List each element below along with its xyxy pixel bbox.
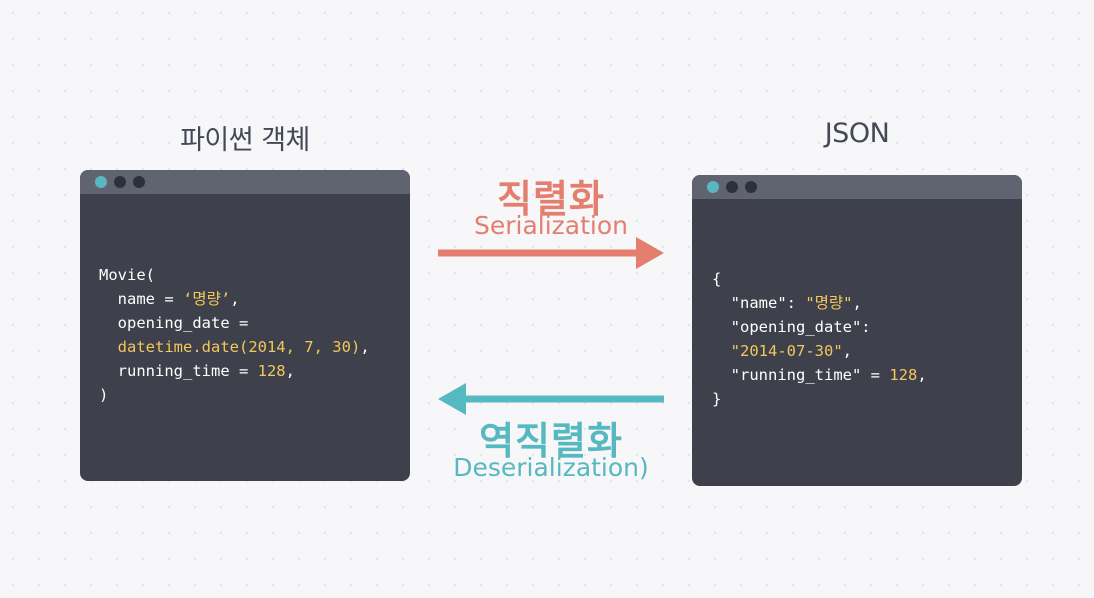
code-line: Movie(	[99, 263, 370, 287]
window-dot-icon	[745, 181, 757, 193]
code-token: running_time =	[99, 362, 258, 380]
code-line: "2014-07-30",	[712, 339, 927, 363]
code-token	[99, 338, 118, 356]
code-line: name = ‘명량’,	[99, 287, 370, 311]
code-value: "2014-07-30"	[730, 342, 843, 360]
code-line: datetime.date(2014, 7, 30),	[99, 335, 370, 359]
window-dot-icon	[707, 181, 719, 193]
left-panel-title: 파이썬 객체	[180, 125, 310, 156]
code-token: ,	[917, 366, 927, 384]
code-line: "opening_date":	[712, 315, 927, 339]
code-token: )	[99, 386, 109, 404]
code-token: name =	[99, 290, 183, 308]
code-token: "name":	[712, 294, 806, 312]
serialize-label-en: Serialization	[473, 211, 629, 240]
code-token: "opening_date":	[712, 318, 871, 336]
window-dot-icon	[95, 176, 107, 188]
code-line: {	[712, 267, 927, 291]
code-token: }	[712, 390, 722, 408]
code-line: )	[99, 383, 370, 407]
json-window: { "name": "명량", "opening_date": "2014-07…	[692, 175, 1022, 486]
deserialize-label-ko: 역직렬화	[479, 419, 623, 463]
code-token: ,	[230, 290, 240, 308]
code-line: "name": "명량",	[712, 291, 927, 315]
code-token: {	[712, 270, 722, 288]
window-dot-icon	[726, 181, 738, 193]
code-token: ,	[360, 338, 370, 356]
serialize-label-ko: 직렬화	[497, 177, 605, 221]
code-value: 128	[257, 362, 286, 380]
code-line: running_time = 128,	[99, 359, 370, 383]
serialize-arrow-icon	[438, 237, 664, 269]
right-panel-title: JSON	[824, 118, 890, 149]
code-token: Movie(	[99, 266, 155, 284]
window-dot-icon	[114, 176, 126, 188]
window-titlebar	[80, 170, 410, 194]
python-code-block: Movie( name = ‘명량’, opening_date = datet…	[99, 263, 370, 407]
deserialize-arrow-icon	[438, 383, 664, 415]
code-token: ,	[852, 294, 862, 312]
code-value: ‘명량’	[183, 290, 231, 308]
code-line: opening_date =	[99, 311, 370, 335]
code-token: ,	[842, 342, 852, 360]
code-value: "명량"	[805, 294, 853, 312]
code-token: ,	[285, 362, 295, 380]
code-line: }	[712, 387, 927, 411]
window-titlebar	[692, 175, 1022, 199]
code-token: "running_time" =	[712, 366, 890, 384]
deserialize-label-en: Deserialization)	[453, 453, 649, 482]
code-token: opening_date =	[99, 314, 249, 332]
code-line: "running_time" = 128,	[712, 363, 927, 387]
window-dot-icon	[133, 176, 145, 188]
code-token	[712, 342, 731, 360]
python-object-window: Movie( name = ‘명량’, opening_date = datet…	[80, 170, 410, 481]
json-code-block: { "name": "명량", "opening_date": "2014-07…	[712, 267, 927, 411]
code-value: 128	[889, 366, 918, 384]
code-value: datetime.date(2014, 7, 30)	[117, 338, 361, 356]
